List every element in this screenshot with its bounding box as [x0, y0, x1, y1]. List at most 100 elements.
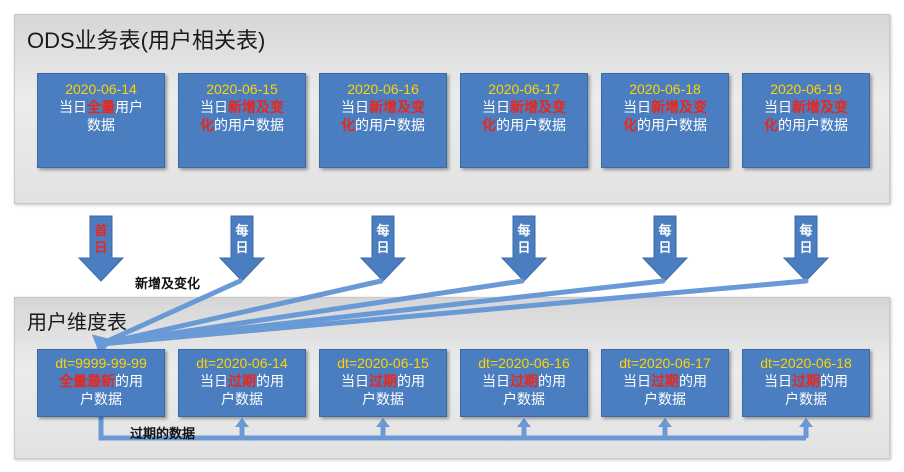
card-line-2: 化的用户数据 — [461, 116, 587, 134]
arrow-label-char: 首 — [94, 223, 108, 238]
card-highlight: 化 — [341, 117, 355, 133]
card-line-1: 当日新增及变 — [179, 98, 305, 116]
arrow-label-3: 每日 — [368, 222, 398, 256]
arrow-label-char: 每 — [517, 223, 531, 238]
arrow-label-1: 首日 — [86, 222, 116, 256]
card-text: 当日 — [482, 373, 510, 389]
card-line-2: 户数据 — [743, 390, 869, 408]
arrow-label-char: 日 — [235, 240, 249, 255]
card-highlight: 过期 — [510, 373, 538, 389]
card-highlight: 新增及变 — [369, 99, 425, 115]
card-text: 的用户数据 — [778, 117, 848, 133]
card-text: 的用户数据 — [637, 117, 707, 133]
card-line-2: 户数据 — [38, 390, 164, 408]
arrow-label-6: 每日 — [791, 222, 821, 256]
card-date: dt=2020-06-17 — [619, 355, 711, 371]
card-date: dt=9999-99-99 — [55, 355, 147, 371]
card-highlight: 过期 — [228, 373, 256, 389]
card-line-1: 当日过期的用 — [602, 372, 728, 390]
card-line-1: 当日新增及变 — [743, 98, 869, 116]
arrow-label-char: 每 — [799, 223, 813, 238]
card-text: 的用 — [115, 373, 143, 389]
card-line-2: 户数据 — [320, 390, 446, 408]
down-arrow-3 — [359, 215, 407, 282]
card-text: 用户 — [115, 99, 143, 115]
card-date: 2020-06-17 — [488, 81, 560, 97]
card-highlight: 化 — [482, 117, 496, 133]
card-text: 当日 — [764, 99, 792, 115]
expired-arrowhead-1 — [235, 418, 249, 427]
merge-line-3 — [98, 278, 525, 347]
card-text: 当日 — [200, 99, 228, 115]
expired-data-label: 过期的数据 — [130, 426, 196, 441]
card-text: 的用户数据 — [355, 117, 425, 133]
card-text: 当日 — [59, 99, 87, 115]
arrow-label-char: 日 — [376, 240, 390, 255]
card-line-2: 化的用户数据 — [743, 116, 869, 134]
card-line-2: 化的用户数据 — [320, 116, 446, 134]
arrow-label-char: 每 — [235, 223, 249, 238]
card-line-1: 当日新增及变 — [602, 98, 728, 116]
expired-data-line — [98, 417, 806, 441]
card-text: 当日 — [623, 373, 651, 389]
card-highlight: 过期 — [369, 373, 397, 389]
card-highlight: 新增及变 — [228, 99, 284, 115]
card-line-2: 化的用户数据 — [602, 116, 728, 134]
card-line-2: 户数据 — [179, 390, 305, 408]
card-line-2: 户数据 — [602, 390, 728, 408]
card-highlight: 化 — [623, 117, 637, 133]
expired-arrowhead-4 — [658, 418, 672, 427]
card-text: 的用 — [820, 373, 848, 389]
card-text: 的用户数据 — [496, 117, 566, 133]
down-arrow-6 — [782, 215, 830, 282]
card-text: 当日 — [623, 99, 651, 115]
down-arrow-5 — [641, 215, 689, 282]
card-text: 户数据 — [644, 391, 686, 407]
expired-arrowhead-3 — [517, 418, 531, 427]
merge-line-2 — [98, 278, 384, 347]
expired-arrowhead-2 — [376, 418, 390, 427]
card-text: 当日 — [341, 99, 369, 115]
card-line-1: 当日全量用户 — [38, 98, 164, 116]
down-arrow-1 — [77, 215, 125, 282]
down-arrow-2 — [218, 215, 266, 282]
card-date: dt=2020-06-18 — [760, 355, 852, 371]
card-line-1: 当日过期的用 — [461, 372, 587, 390]
card-date: dt=2020-06-14 — [196, 355, 288, 371]
card-line-1: 全量最新的用 — [38, 372, 164, 390]
card-text: 数据 — [87, 117, 115, 133]
card-text: 户数据 — [362, 391, 404, 407]
card-date: 2020-06-19 — [770, 81, 842, 97]
card-text: 的用 — [397, 373, 425, 389]
card-line-1: 当日新增及变 — [461, 98, 587, 116]
card-text: 的用户数据 — [214, 117, 284, 133]
arrow-label-char: 日 — [517, 240, 531, 255]
card-text: 当日 — [764, 373, 792, 389]
card-date: dt=2020-06-16 — [478, 355, 570, 371]
card-highlight: 过期 — [651, 373, 679, 389]
card-text: 户数据 — [785, 391, 827, 407]
card-date: dt=2020-06-15 — [337, 355, 429, 371]
card-text: 的用 — [538, 373, 566, 389]
card-text: 当日 — [341, 373, 369, 389]
ods-panel-title: ODS业务表(用户相关表) — [27, 28, 266, 53]
card-highlight: 新增及变 — [510, 99, 566, 115]
arrow-label-char: 每 — [658, 223, 672, 238]
card-highlight: 过期 — [792, 373, 820, 389]
card-line-1: 当日过期的用 — [179, 372, 305, 390]
card-highlight: 化 — [200, 117, 214, 133]
arrow-label-char: 每 — [376, 223, 390, 238]
card-highlight: 全量 — [87, 99, 115, 115]
user-dimension-panel-title: 用户维度表 — [27, 312, 127, 334]
card-line-1: 当日过期的用 — [320, 372, 446, 390]
card-text: 当日 — [200, 373, 228, 389]
